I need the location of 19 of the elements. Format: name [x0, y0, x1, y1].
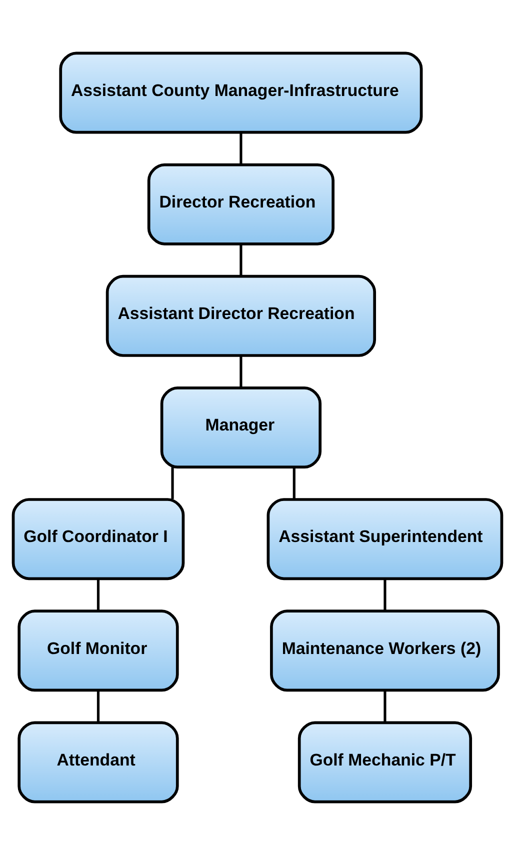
node-box: Maintenance Workers (2) [270, 610, 500, 692]
node-box: Assistant Superintendent [266, 498, 504, 580]
node-box: Assistant Director Recreation [106, 274, 376, 357]
node-box: Golf Coordinator I [12, 498, 185, 580]
connector [292, 467, 296, 500]
node-box: Golf Mechanic P/T [298, 721, 472, 804]
connector [96, 690, 100, 722]
connector [240, 244, 242, 276]
node-box: Manager [160, 386, 322, 468]
node-box: Attendant [18, 721, 179, 804]
connector [240, 356, 242, 388]
node-box: Director Recreation [147, 163, 334, 246]
node-box: Assistant County Manager-Infrastructure [59, 52, 423, 134]
connector [384, 578, 386, 611]
connector [96, 578, 100, 611]
connector [171, 467, 174, 500]
connector [384, 690, 386, 722]
node-box: Golf Monitor [18, 610, 179, 692]
connector [240, 132, 242, 164]
